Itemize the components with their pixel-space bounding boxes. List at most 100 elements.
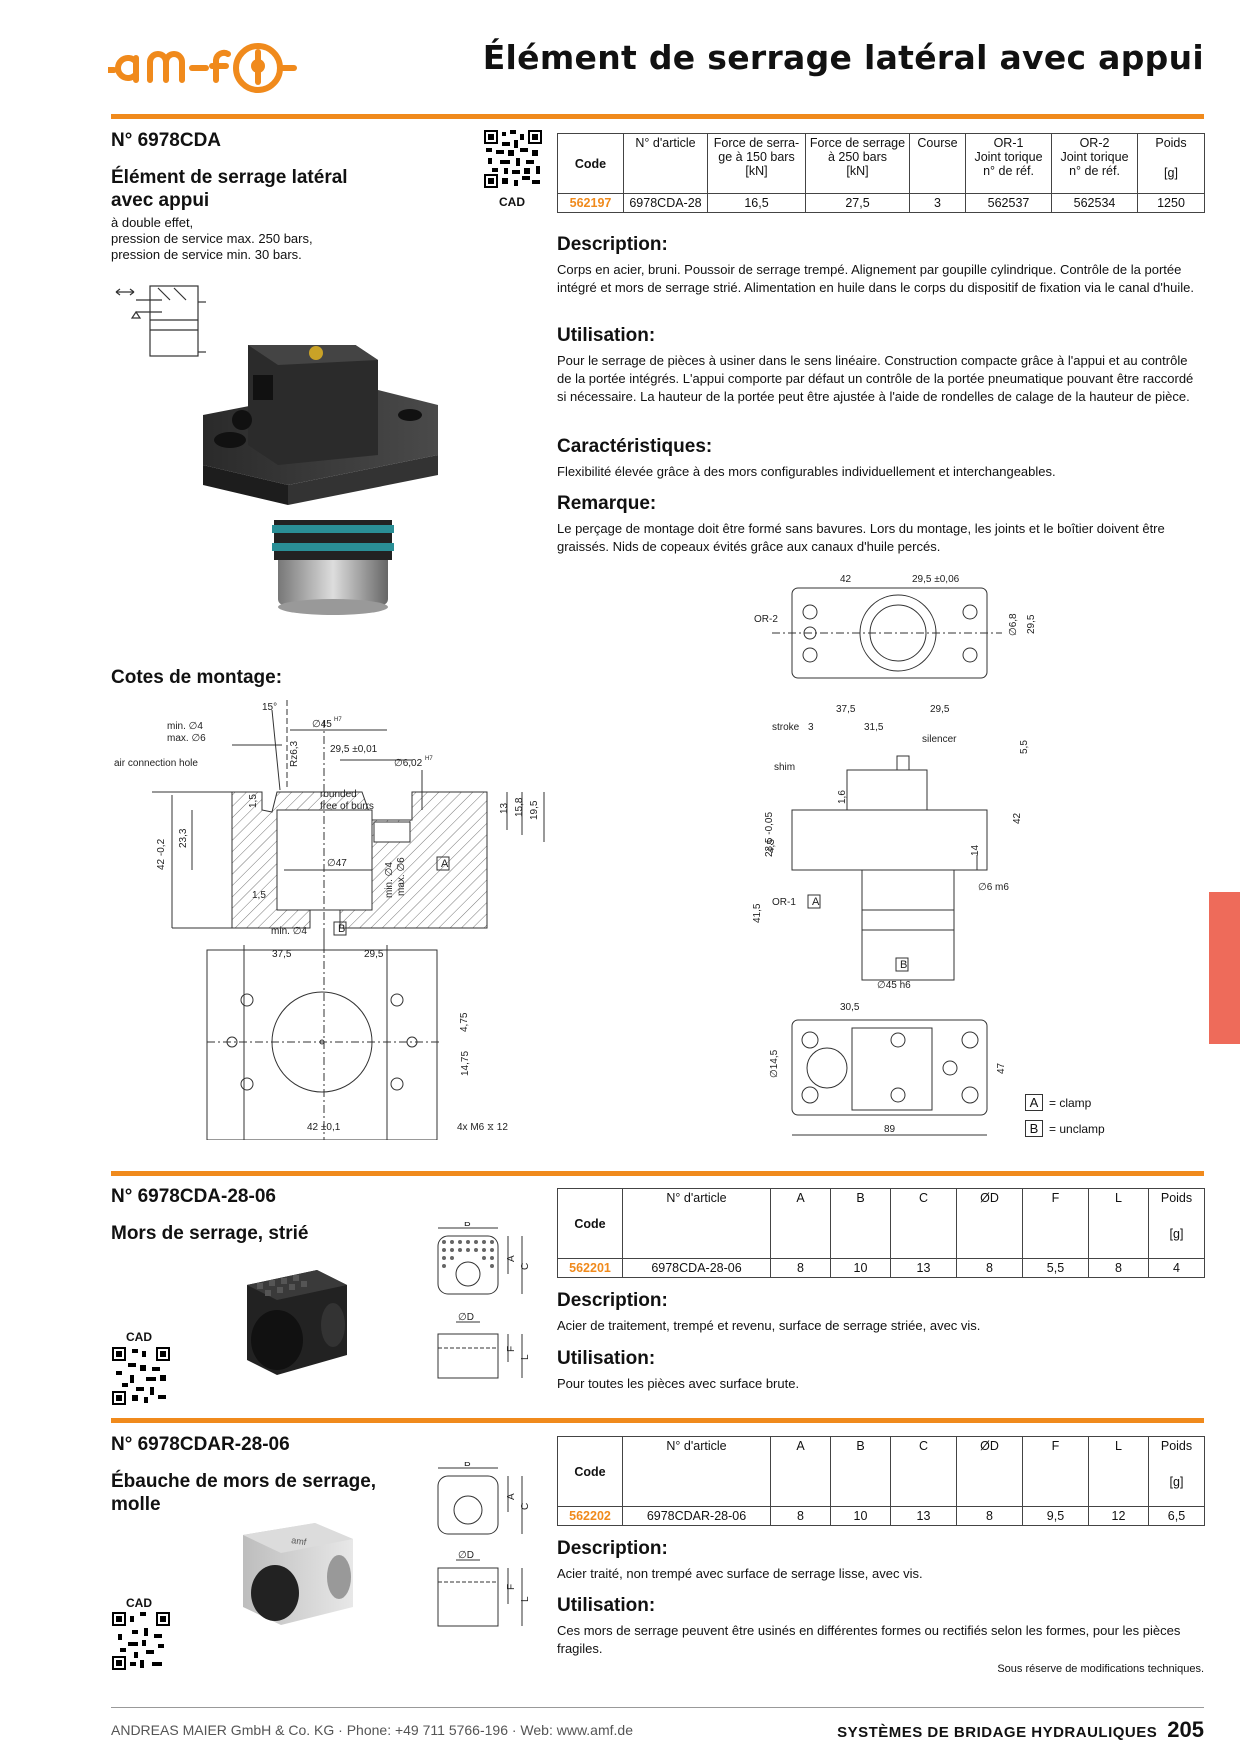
col-poids: Poids[g] bbox=[1148, 1436, 1205, 1507]
dim-label: ∅6,02 bbox=[394, 758, 423, 769]
footer-company: ANDREAS MAIER GmbH & Co. KG · Phone: +49… bbox=[111, 1722, 633, 1738]
cad-qr-code-icon[interactable] bbox=[112, 1612, 170, 1670]
chapter-tab[interactable] bbox=[1209, 892, 1240, 1044]
dim-label: F bbox=[506, 1584, 517, 1590]
utilisation-heading: Utilisation: bbox=[557, 325, 656, 346]
dim-label: ∅6 m6 bbox=[978, 882, 1009, 893]
product-name: Mors de serrage, strié bbox=[111, 1223, 309, 1244]
cell-code[interactable]: 562197 bbox=[557, 193, 624, 213]
dim-label: 5,5 bbox=[1019, 740, 1030, 754]
dim-label: 29,5 ±0,06 bbox=[912, 574, 960, 585]
dim-label: B bbox=[464, 1222, 471, 1229]
utilisation-text: Ces mors de serrage peuvent être usinés … bbox=[557, 1623, 1181, 1656]
cad-label[interactable]: CAD bbox=[126, 1596, 152, 1610]
col-course: Course bbox=[909, 133, 966, 194]
legend-b-box: B bbox=[1025, 1120, 1043, 1137]
legend-clamp-text: = clamp bbox=[1049, 1095, 1092, 1110]
clamping-element-image bbox=[203, 345, 438, 615]
cell-poids: 6,5 bbox=[1148, 1506, 1205, 1526]
remarque-heading: Remarque: bbox=[557, 493, 657, 514]
dim-label: 37,5 bbox=[272, 949, 292, 960]
utilisation-text: Pour toutes les pièces avec surface brut… bbox=[557, 1376, 800, 1391]
col-article: N° d'article bbox=[622, 1436, 771, 1507]
dim-label: ∅D bbox=[458, 1550, 474, 1561]
dim-label: 1,5 bbox=[252, 890, 266, 901]
table-header-row: Code N° d'article Force de serra-ge à 15… bbox=[557, 133, 1205, 194]
cell-code[interactable]: 562201 bbox=[557, 1258, 623, 1278]
legend-clamp: A = clamp bbox=[1025, 1094, 1091, 1111]
col-b: B bbox=[830, 1436, 891, 1507]
col-poids: Poids[g] bbox=[1148, 1188, 1205, 1259]
product-number: N° 6978CDAR-28-06 bbox=[111, 1434, 290, 1455]
description-heading: Description: bbox=[557, 1290, 668, 1311]
or1-label: OR-1 bbox=[772, 897, 796, 908]
header-rule bbox=[111, 114, 1204, 119]
dim-label: ∅14,5 bbox=[769, 1049, 780, 1078]
legend-unclamp: B = unclamp bbox=[1025, 1120, 1105, 1137]
col-b: B bbox=[830, 1188, 891, 1259]
product-name-line1: Ébauche de mors de serrage, bbox=[111, 1471, 377, 1492]
cad-qr-code-icon[interactable] bbox=[112, 1347, 170, 1405]
cell-or1: 562537 bbox=[965, 193, 1052, 213]
cell-code[interactable]: 562202 bbox=[557, 1506, 623, 1526]
mounting-drawing: min. ∅4 max. ∅6 15° ∅45 H7 29,5 ±0,01 ∅6… bbox=[114, 700, 545, 1140]
description-text: Acier de traitement, trempé et revenu, s… bbox=[557, 1318, 981, 1333]
cell-article: 6978CDA-28-06 bbox=[622, 1258, 771, 1278]
cell-force250: 27,5 bbox=[805, 193, 910, 213]
technical-notice: Sous réserve de modifications techniques… bbox=[997, 1663, 1204, 1675]
footer-rule bbox=[111, 1707, 1204, 1708]
dim-label: ∅45 h6 bbox=[877, 980, 911, 991]
cad-label[interactable]: CAD bbox=[499, 195, 525, 209]
label-b: B bbox=[900, 959, 907, 971]
product-name-line2: molle bbox=[111, 1494, 161, 1515]
dim-label: max. ∅6 bbox=[167, 733, 206, 744]
dim-label: 1,5 bbox=[248, 794, 259, 808]
or2-label: OR-2 bbox=[754, 614, 778, 625]
cell-b: 10 bbox=[830, 1258, 891, 1278]
dim-label: ∅47 bbox=[327, 858, 347, 869]
dim-label: 14,75 bbox=[460, 1051, 471, 1076]
table-header-row: Code N° d'article A B C ØD F L Poids[g] bbox=[557, 1436, 1205, 1507]
cell-c: 13 bbox=[890, 1506, 957, 1526]
dim-label: ∅45 bbox=[312, 719, 332, 730]
col-f: F bbox=[1022, 1436, 1089, 1507]
dim-label: L bbox=[520, 1354, 531, 1360]
spec-line: pression de service max. 250 bars, bbox=[111, 231, 313, 246]
cell-or2: 562534 bbox=[1051, 193, 1138, 213]
cell-article: 6978CDAR-28-06 bbox=[622, 1506, 771, 1526]
col-a: A bbox=[770, 1436, 831, 1507]
dim-label: B bbox=[464, 1462, 471, 1469]
burrs-label: free of burrs bbox=[320, 801, 374, 812]
dim-label: 4,5 bbox=[766, 839, 777, 853]
description-text: Corps en acier, bruni. Poussoir de serra… bbox=[557, 262, 1194, 295]
dim-label: 29,5 bbox=[1026, 614, 1037, 634]
jaw-drawing: B A C ∅D F L bbox=[437, 1222, 531, 1379]
air-connection-label: air connection hole bbox=[114, 758, 198, 769]
footer-category-text: SYSTÈMES DE BRIDAGE HYDRAULIQUES bbox=[837, 1724, 1158, 1741]
amf-logo bbox=[108, 43, 297, 93]
footer-category: SYSTÈMES DE BRIDAGE HYDRAULIQUES 205 bbox=[837, 1717, 1204, 1743]
cell-course: 3 bbox=[909, 193, 966, 213]
cad-label[interactable]: CAD bbox=[126, 1330, 152, 1344]
dim-label: F bbox=[506, 1346, 517, 1352]
product-number: N° 6978CDA-28-06 bbox=[111, 1186, 276, 1207]
spec-table-6978cda-28-06: Code N° d'article A B C ØD F L Poids[g] … bbox=[557, 1188, 1205, 1278]
dim-label: 29,5 ±0,01 bbox=[330, 744, 378, 755]
col-article: N° d'article bbox=[623, 133, 708, 194]
dim-label: 41,5 bbox=[752, 903, 763, 923]
cell-l: 8 bbox=[1088, 1258, 1149, 1278]
dim-label: 3 bbox=[808, 722, 814, 733]
cell-article: 6978CDA-28 bbox=[623, 193, 708, 213]
table-row: 562197 6978CDA-28 16,5 27,5 3 562537 562… bbox=[557, 193, 1205, 213]
dim-label: 15,8 bbox=[514, 797, 525, 817]
dim-label: 23,5 -0,05 bbox=[764, 812, 775, 857]
dim-label: 29,5 bbox=[930, 704, 950, 715]
section-rule bbox=[111, 1171, 1204, 1176]
dim-label: min. ∅4 bbox=[271, 926, 307, 937]
clamp-element-drawing: 42 29,5 ±0,06 OR-2 ∅6,8 29,5 37,5 29,5 s… bbox=[752, 574, 1037, 1136]
cell-f: 9,5 bbox=[1022, 1506, 1089, 1526]
cad-qr-code-icon[interactable] bbox=[484, 130, 542, 188]
remarque-text: Le perçage de montage doit être formé sa… bbox=[557, 521, 1165, 554]
cell-a: 8 bbox=[770, 1506, 831, 1526]
